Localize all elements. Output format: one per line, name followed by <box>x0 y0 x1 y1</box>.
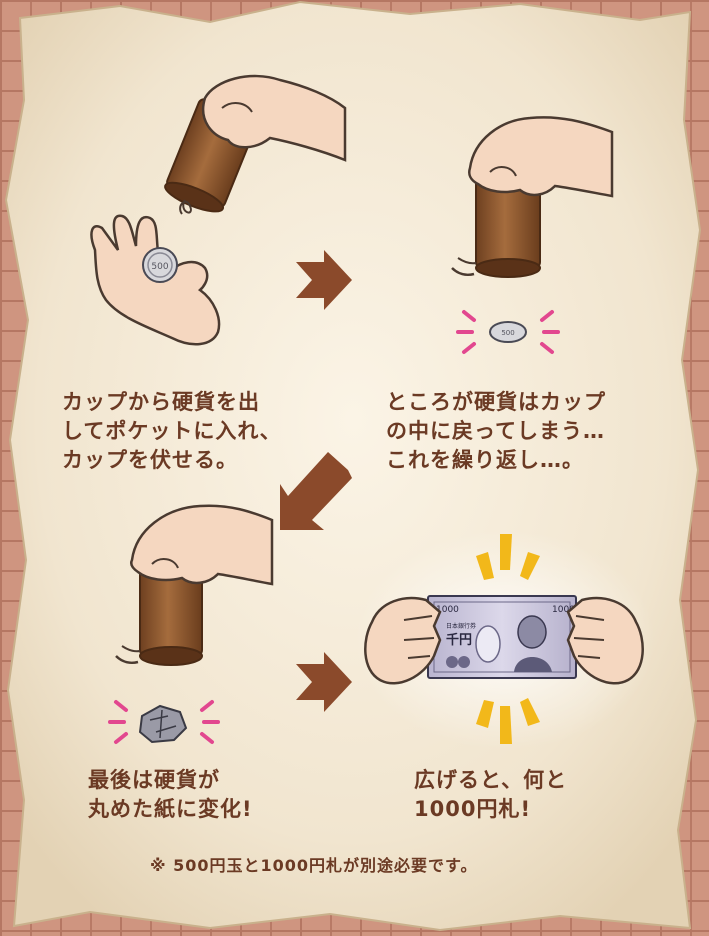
step2-caption: ところが硬貨はカップ の中に戻ってしまう… これを繰り返し…。 <box>386 390 606 472</box>
svg-text:千円: 千円 <box>446 632 472 648</box>
crumpled-paper-icon <box>138 704 188 744</box>
arrow-right-icon <box>296 652 352 712</box>
step1-illustration: 500 <box>90 74 347 346</box>
arrow-right-icon <box>296 250 352 310</box>
svg-text:1000: 1000 <box>552 605 575 615</box>
svg-text:500: 500 <box>501 329 514 337</box>
step2-illustration: 500 <box>451 116 614 354</box>
svg-text:500: 500 <box>151 262 168 272</box>
step4-illustration: 1000 1000 日本銀行券 千円 <box>355 530 655 750</box>
requirements-note: ※ 500円玉と1000円札が別途必要です。 <box>150 856 478 875</box>
svg-text:1000: 1000 <box>436 605 459 615</box>
step1-caption: カップから硬貨を出 してポケットに入れ、 カップを伏せる。 <box>62 390 282 472</box>
arrow-down-left-icon <box>280 452 352 530</box>
step3-caption: 最後は硬貨が 丸めた紙に変化! <box>88 768 253 821</box>
step3-illustration <box>108 504 274 744</box>
coin-icon <box>489 321 527 343</box>
sparkle-icon <box>108 700 220 744</box>
sparkle-icon <box>476 534 540 744</box>
step4-caption: 広げると、何と 1000円札! <box>414 768 568 821</box>
sparkle-icon <box>456 310 560 354</box>
svg-text:日本銀行券: 日本銀行券 <box>446 622 476 630</box>
